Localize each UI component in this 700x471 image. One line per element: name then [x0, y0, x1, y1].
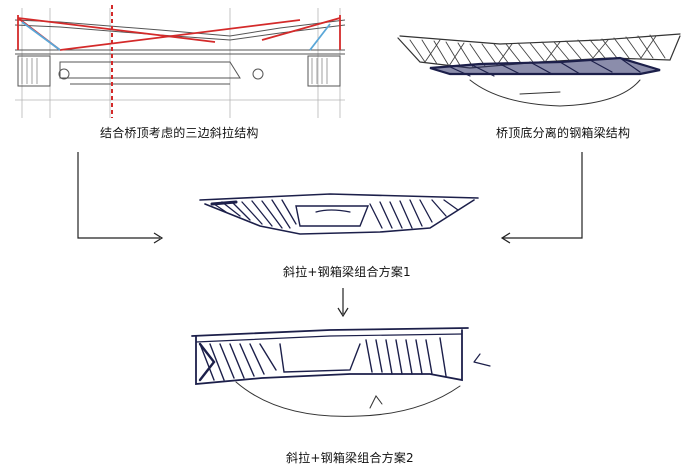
caption-separated-steel-box-girder: 桥顶底分离的钢箱梁结构: [496, 126, 631, 140]
left-flow-arrow: [77, 152, 160, 239]
right-arrowhead: [500, 232, 511, 244]
left-arrowhead: [153, 232, 164, 244]
girder-ink-hatching: [447, 57, 641, 77]
caption-scheme-2: 斜拉+钢箱梁组合方案2: [286, 451, 414, 465]
scheme1-hatching: [213, 199, 459, 229]
down-arrowhead: [337, 307, 349, 318]
pier-hatching: [21, 58, 328, 84]
scheme2-hatching: [199, 337, 447, 381]
red-stay-cables: [17, 15, 341, 51]
scheme1-sketch: [199, 193, 479, 235]
cable-stayed-elevation-drawing: [14, 5, 346, 118]
connector-arrows: [77, 152, 583, 318]
scheme2-sketch: [191, 327, 491, 417]
blue-stay-cables: [21, 21, 331, 51]
steel-box-girder-sketch: [397, 33, 681, 107]
caption-three-side-cable-stayed: 结合桥顶考虑的三边斜拉结构: [100, 126, 259, 140]
right-flow-arrow: [502, 152, 583, 239]
truss-lattice: [409, 34, 666, 68]
caption-scheme-1: 斜拉+钢箱梁组合方案1: [283, 265, 411, 279]
